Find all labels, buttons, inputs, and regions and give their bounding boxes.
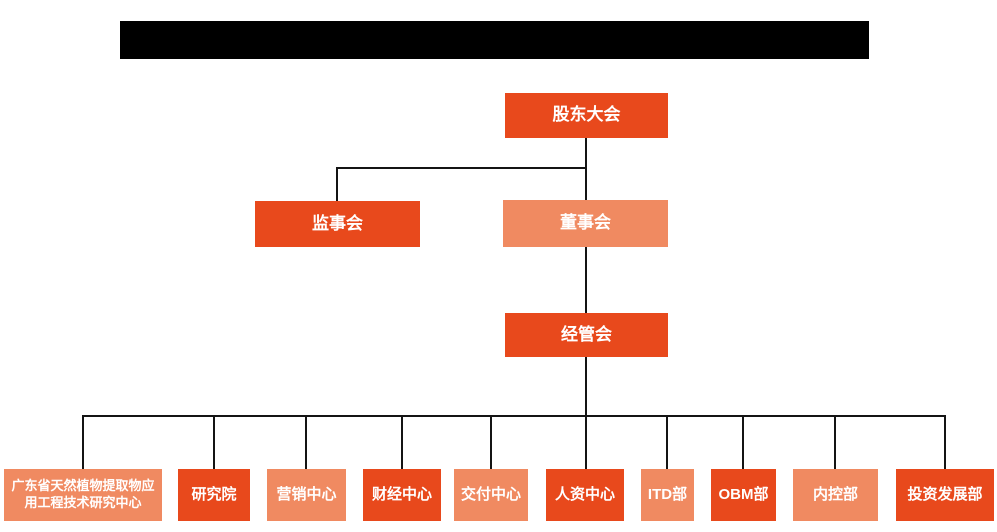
org-node-label: 人资中心 — [554, 486, 615, 504]
org-node-shareholders-meeting: 股东大会 — [505, 93, 668, 138]
org-node-label: ITD部 — [647, 486, 688, 504]
org-node-management-committee: 经管会 — [505, 313, 668, 357]
org-node-label: 投资发展部 — [907, 486, 983, 504]
connector-to-dept-3 — [305, 416, 307, 469]
connector-to-dept-5 — [490, 416, 492, 469]
org-node-marketing-center: 营销中心 — [267, 469, 346, 521]
org-node-label: 营销中心 — [276, 486, 337, 504]
org-node-board-of-directors: 董事会 — [503, 200, 668, 247]
connector-level2-branch — [336, 167, 587, 169]
org-node-hr-center: 人资中心 — [546, 469, 624, 521]
org-node-label: 董事会 — [560, 213, 611, 233]
org-node-label: 广东省天然植物提取物应用工程技术研究中心 — [11, 478, 155, 510]
org-node-obm-department: OBM部 — [711, 469, 776, 521]
connector-to-dept-4 — [401, 416, 403, 469]
org-node-research-center: 广东省天然植物提取物应用工程技术研究中心 — [4, 469, 162, 521]
connector-to-dept-8 — [742, 416, 744, 469]
org-node-label: 股东大会 — [552, 105, 621, 125]
connector-to-dept-6 — [585, 416, 587, 469]
org-node-itd-department: ITD部 — [641, 469, 694, 521]
org-node-internal-control-department: 内控部 — [793, 469, 878, 521]
connector-to-dept-7 — [666, 416, 668, 469]
org-node-label: OBM部 — [718, 486, 769, 504]
org-node-label: 财经中心 — [371, 486, 432, 504]
org-node-investment-development-department: 投资发展部 — [896, 469, 994, 521]
org-node-research-institute: 研究院 — [178, 469, 250, 521]
org-node-label: 内控部 — [812, 486, 858, 504]
connector-management-down — [585, 357, 587, 416]
connector-to-dept-9 — [834, 416, 836, 469]
org-node-finance-center: 财经中心 — [363, 469, 441, 521]
org-node-label: 研究院 — [191, 486, 237, 504]
redacted-title-bar — [120, 21, 869, 59]
connector-shareholders-down — [585, 138, 587, 168]
org-node-supervisory-board: 监事会 — [255, 201, 420, 247]
connector-to-dept-2 — [213, 416, 215, 469]
org-node-label: 经管会 — [561, 324, 612, 344]
connector-to-dept-1 — [82, 416, 84, 469]
connector-board-to-management — [585, 247, 587, 313]
connector-to-dept-10 — [944, 416, 946, 469]
connector-to-supervisory — [336, 168, 338, 201]
connector-departments-branch — [82, 415, 946, 417]
org-node-label: 交付中心 — [460, 486, 521, 504]
org-node-delivery-center: 交付中心 — [454, 469, 528, 521]
org-node-label: 监事会 — [312, 213, 363, 233]
connector-to-board — [585, 168, 587, 200]
